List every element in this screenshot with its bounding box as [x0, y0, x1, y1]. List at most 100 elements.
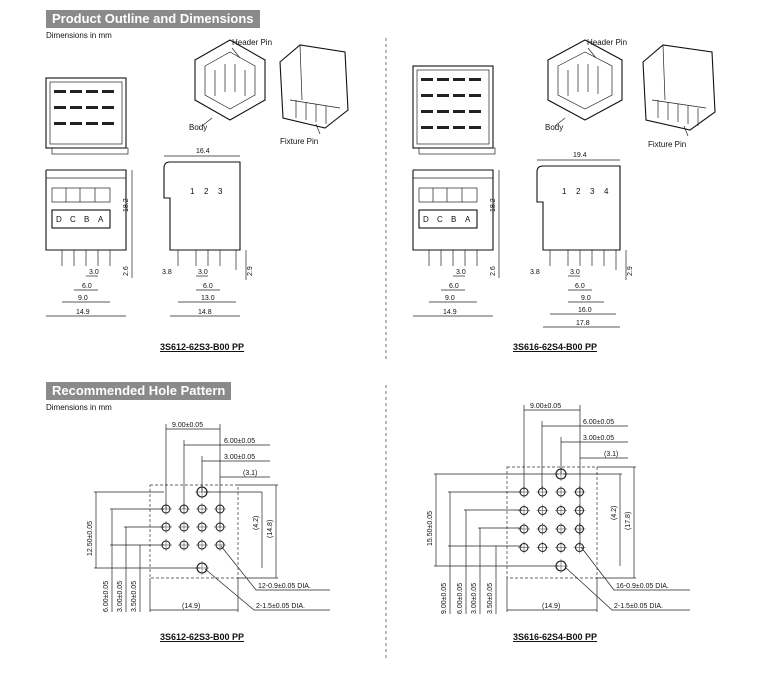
terminal-slot — [54, 122, 66, 125]
left-top-view — [45, 77, 129, 155]
right-hole-v35-dim: 3.50±0.05 — [487, 583, 494, 614]
left-fixture-pin-label: Fixture Pin — [280, 137, 318, 146]
left-hole-3-dim: 3.00±0.05 — [224, 454, 255, 461]
left-hole-v6-dim: 6.00±0.05 — [103, 581, 110, 612]
left-pin-length-dim: 2.6 — [123, 266, 130, 276]
left-iso-body: Header Pin Body — [189, 38, 272, 132]
right-hole-v6-dim: 6.00±0.05 — [457, 583, 464, 614]
terminal-slot — [70, 106, 82, 109]
left-hole-149-dim: (14.9) — [182, 603, 200, 610]
left-hole-v3-dim: 3.00±0.05 — [117, 581, 124, 612]
right-side-3-dim: 3.0 — [570, 269, 580, 276]
svg-text:D: D — [56, 215, 62, 224]
left-hole-1250-dim: 12.50±0.05 — [87, 521, 94, 556]
terminal-slot — [437, 126, 449, 129]
right-side-6-dim: 6.0 — [575, 283, 585, 290]
left-col-2: 2 — [204, 187, 209, 196]
left-outline-part-number: 3S612-62S3-B00 PP — [160, 342, 245, 352]
terminal-slot — [421, 126, 433, 129]
terminal-slot — [54, 90, 66, 93]
svg-text:A: A — [465, 215, 471, 224]
left-front-3-dim: 3.0 — [89, 269, 99, 276]
svg-text:B: B — [451, 215, 456, 224]
right-hole-149-dim: (14.9) — [542, 603, 560, 610]
right-body-label: Body — [545, 123, 563, 132]
svg-text:D: D — [423, 215, 429, 224]
right-row-letters: D C B A — [423, 215, 471, 224]
left-hole-pattern: 9.00±0.05 6.00±0.05 3.00±0.05 (3.1) (4.2… — [87, 422, 330, 612]
left-front-9-dim: 9.0 — [78, 295, 88, 302]
left-top-width-dim: 16.4 — [196, 148, 210, 155]
terminal-slot — [86, 122, 98, 125]
right-front-6-dim: 6.0 — [449, 283, 459, 290]
right-hole-v3-dim: 3.00±0.05 — [471, 583, 478, 614]
right-hole-31-dim: (3.1) — [604, 451, 618, 458]
right-fixture-length-dim: 2.9 — [627, 266, 634, 276]
left-hole-31-dim: (3.1) — [243, 470, 257, 477]
svg-text:A: A — [98, 215, 104, 224]
terminal-slot — [437, 110, 449, 113]
svg-text:C: C — [437, 215, 443, 224]
left-hole-148-dim: (14.8) — [267, 520, 274, 538]
right-hole-6-dim: 6.00±0.05 — [583, 419, 614, 426]
terminal-slot — [421, 110, 433, 113]
right-front-3-dim: 3.0 — [456, 269, 466, 276]
left-hole-42-dim: (4.2) — [253, 516, 260, 530]
left-iso-bottom: Fixture Pin — [279, 44, 349, 146]
right-height-dim: 18.2 — [490, 198, 497, 212]
left-front-total-dim: 14.9 — [76, 309, 90, 316]
svg-text:C: C — [70, 215, 76, 224]
terminal-slot — [453, 78, 465, 81]
right-header-pin-label: Header Pin — [587, 38, 627, 47]
hole-pattern-section-title: Recommended Hole Pattern — [46, 382, 232, 400]
right-iso-bottom: Fixture Pin — [642, 44, 716, 149]
left-hole-part-number: 3S612-62S3-B00 PP — [160, 632, 245, 642]
terminal-slot — [453, 126, 465, 129]
right-front-total-dim: 14.9 — [443, 309, 457, 316]
left-hole-small-dia: 12-0.9±0.05 DIA. — [258, 583, 311, 590]
right-hole-9-dim: 9.00±0.05 — [530, 403, 561, 410]
right-hole-outline — [506, 466, 598, 579]
left-side-3-dim: 3.0 — [198, 269, 208, 276]
right-hole-v9-dim: 9.00±0.05 — [441, 583, 448, 614]
right-hole-178-dim: (17.8) — [625, 512, 632, 530]
hole-units-note: Dimensions in mm — [46, 403, 112, 412]
right-hole-1550-dim: 15.50±0.05 — [427, 511, 434, 546]
terminal-slot — [453, 94, 465, 97]
outline-section-title: Product Outline and Dimensions — [46, 10, 260, 28]
left-row-letters: D C B A — [56, 215, 104, 224]
right-hole-part-number: 3S616-62S4-B00 PP — [513, 632, 598, 642]
terminal-slot — [70, 122, 82, 125]
right-side-16-dim: 16.0 — [578, 307, 592, 314]
right-hole-large-dia: 2-1.5±0.05 DIA. — [614, 603, 663, 610]
left-hole-v35-dim: 3.50±0.05 — [131, 581, 138, 612]
terminal-slot — [469, 126, 481, 129]
outline-units-note: Dimensions in mm — [46, 31, 112, 40]
right-front-view: D C B A 18.2 2.6 3.0 6.0 9.0 14.9 — [412, 169, 500, 317]
left-hole-outline — [149, 484, 239, 579]
terminal-slot — [102, 106, 114, 109]
right-hole-pattern: 9.00±0.05 6.00±0.05 3.00±0.05 (3.1) (4.2… — [427, 403, 690, 614]
right-hole-42-dim: (4.2) — [611, 506, 618, 520]
right-hole-3-dim: 3.00±0.05 — [583, 435, 614, 442]
terminal-slot — [102, 122, 114, 125]
right-col-1: 1 — [562, 187, 567, 196]
svg-text:B: B — [84, 215, 89, 224]
left-offset-dim: 3.8 — [162, 269, 172, 276]
terminal-slot — [469, 110, 481, 113]
right-pin-length-dim: 2.6 — [490, 266, 497, 276]
terminal-slot — [421, 78, 433, 81]
terminal-slot — [54, 106, 66, 109]
left-hole-9-dim: 9.00±0.05 — [172, 422, 203, 429]
right-outline-part-number: 3S616-62S4-B00 PP — [513, 342, 598, 352]
left-side-total-dim: 14.8 — [198, 309, 212, 316]
terminal-slot — [453, 110, 465, 113]
right-iso-body: Header Pin Body — [545, 38, 627, 132]
left-header-pin-label: Header Pin — [232, 38, 272, 47]
terminal-slot — [469, 94, 481, 97]
terminal-slot — [86, 90, 98, 93]
right-offset-dim: 3.8 — [530, 269, 540, 276]
right-col-4: 4 — [604, 187, 609, 196]
left-hole-6-dim: 6.00±0.05 — [224, 438, 255, 445]
